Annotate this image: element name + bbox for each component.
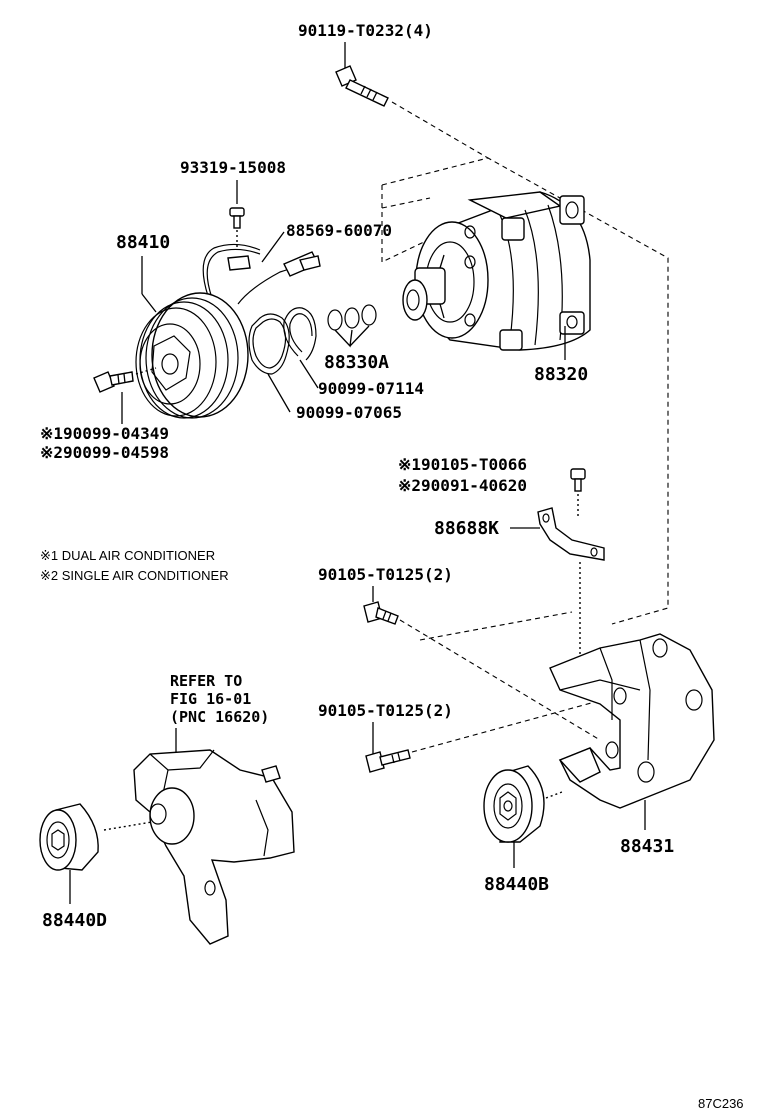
label-clutch-bolt-1: ※190099-04349 — [40, 424, 169, 443]
stay-icon — [537, 507, 605, 561]
label-screw: 93319-15008 — [180, 158, 286, 177]
clutch-pulley-icon — [135, 292, 249, 419]
snap-ring-large-icon — [248, 313, 290, 375]
label-snap-ring2: 90099-07065 — [296, 403, 402, 422]
label-shims: 88330A — [324, 352, 389, 373]
compressor-icon — [381, 157, 669, 625]
ref-line3: (PNC 16620) — [170, 708, 269, 726]
label-snap-ring: 90099-07114 — [318, 379, 424, 398]
label-stay: 88688K — [434, 518, 499, 539]
label-bracket-bolt-2: ※290091-40620 — [398, 476, 527, 495]
engine-bracket-icon — [133, 749, 295, 945]
label-clutch-bolt-2: ※290099-04598 — [40, 443, 169, 462]
label-compressor: 88320 — [534, 364, 588, 385]
label-bolt-upper: 90105-T0125(2) — [318, 565, 453, 584]
bolt-top-icon — [335, 65, 389, 107]
bolt-lower-icon — [365, 749, 411, 773]
note-single-ac: ※2 SINGLE AIR CONDITIONER — [40, 568, 229, 583]
label-bracket: 88431 — [620, 836, 674, 857]
label-idler-left: 88440D — [42, 910, 107, 931]
label-clutch: 88410 — [116, 232, 170, 253]
bracket-icon — [549, 633, 715, 809]
idler-pulley-right-icon — [483, 765, 545, 843]
screw-icon — [229, 207, 245, 229]
ref-line1: REFER TO — [170, 672, 242, 690]
clutch-bolt-icon — [93, 371, 134, 393]
snap-ring-small-icon — [283, 307, 317, 361]
label-bracket-bolt-1: ※190105-T0066 — [398, 455, 527, 474]
ref-line2: FIG 16-01 — [170, 690, 251, 708]
label-idler-right: 88440B — [484, 874, 549, 895]
idler-pulley-left-icon — [39, 803, 99, 871]
bolt-upper-icon — [363, 601, 399, 625]
bracket-bolt-icon — [570, 468, 586, 492]
figure-code: 87C236 — [698, 1096, 744, 1111]
label-bolt-lower: 90105-T0125(2) — [318, 701, 453, 720]
note-dual-ac: ※1 DUAL AIR CONDITIONER — [40, 548, 215, 563]
label-bolt-top: 90119-T0232(4) — [298, 21, 433, 40]
label-clip: 88569-60070 — [286, 221, 392, 240]
clutch-wire-icon — [202, 243, 321, 305]
